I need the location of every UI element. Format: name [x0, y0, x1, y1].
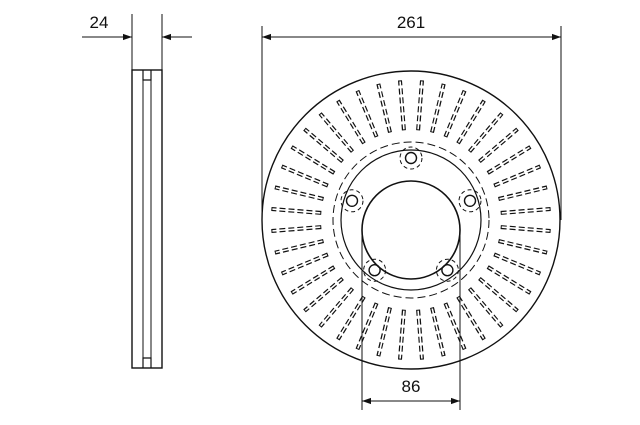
disc-side-profile — [131, 69, 163, 369]
cooling-vane-core — [399, 310, 405, 359]
cooling-vane-core — [417, 81, 423, 130]
center-bore-label: 86 — [402, 377, 421, 396]
cooling-vane-core — [469, 113, 502, 152]
cooling-vane-core — [282, 166, 328, 186]
cooling-vane-core — [417, 310, 423, 359]
cooling-vane-core — [431, 308, 445, 356]
cooling-vane-core — [501, 208, 550, 214]
cooling-vane-core — [275, 186, 323, 200]
bolt-hole-pattern — [340, 146, 482, 282]
cooling-vane-core — [272, 226, 321, 232]
cooling-vane-core — [457, 101, 485, 143]
cooling-vane-core — [272, 208, 321, 214]
cooling-vane-core — [304, 129, 343, 162]
outer-diameter-label: 261 — [397, 13, 425, 32]
cooling-vane-core — [292, 266, 334, 294]
cooling-vane-core — [337, 101, 365, 143]
cooling-vane-core — [320, 113, 353, 152]
cooling-vane-core — [431, 84, 445, 132]
cooling-vane-core — [445, 91, 465, 137]
cooling-vane-core — [399, 81, 405, 130]
bolt-hole — [345, 194, 359, 208]
cooling-vane-core — [320, 288, 353, 327]
bolt-hole-boss — [435, 258, 459, 282]
hat-outline — [332, 141, 490, 299]
cooling-vane-core — [377, 84, 391, 132]
bolt-hole — [368, 264, 381, 277]
disc-outer-edge — [261, 70, 561, 370]
cooling-vanes — [271, 80, 551, 360]
center-bore — [361, 180, 461, 280]
cooling-vane-core — [488, 146, 530, 174]
profile-inner-step — [142, 70, 152, 368]
cooling-vane-core — [377, 308, 391, 356]
cooling-vane-core — [282, 254, 328, 274]
thickness-label: 24 — [90, 13, 109, 32]
cooling-vane-core — [499, 240, 547, 254]
cooling-vane-core — [304, 278, 343, 311]
cooling-vane-core — [494, 166, 540, 186]
bolt-hole — [441, 264, 454, 277]
bolt-hole-boss — [340, 189, 364, 213]
cooling-vane-core — [457, 297, 485, 339]
bolt-hole-boss — [458, 189, 482, 213]
bolt-hole — [463, 194, 477, 208]
disc-front-view — [261, 70, 561, 370]
cooling-vane-core — [499, 186, 547, 200]
cooling-vane-core — [275, 240, 323, 254]
cooling-vane-core — [469, 288, 502, 327]
profile-outer-outline — [131, 69, 163, 369]
hub-flange-outline — [340, 149, 482, 291]
center-bore-dimension: 86 — [361, 230, 461, 410]
outer-diameter-dimension: 261 — [261, 13, 562, 220]
cooling-vane-core — [479, 129, 518, 162]
cooling-vane-core — [501, 226, 550, 232]
cooling-vane-core — [292, 146, 334, 174]
cooling-vane-core — [479, 278, 518, 311]
cooling-vane-core — [357, 91, 377, 137]
thickness-dimension: 24 — [82, 13, 192, 70]
bolt-hole-boss — [363, 258, 387, 282]
cooling-vane-core — [494, 254, 540, 274]
cooling-vane-core — [337, 297, 365, 339]
bolt-hole — [404, 151, 418, 165]
cooling-vane-core — [357, 303, 377, 349]
cooling-vane-core — [488, 266, 530, 294]
cooling-vane-core — [445, 303, 465, 349]
bolt-hole-boss — [399, 146, 423, 170]
